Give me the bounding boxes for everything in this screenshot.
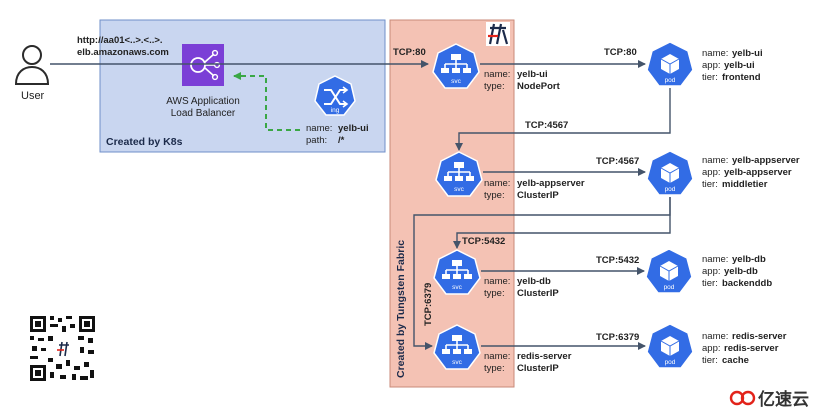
pod-appserver-app-key: app: xyxy=(702,167,721,178)
alb-label-line-2: Load Balancer xyxy=(171,108,236,119)
tf-region-label: Created by Tungsten Fabric xyxy=(395,240,407,378)
svg-text:svc: svc xyxy=(452,284,463,291)
pod-appserver-name-val: yelb-appserver xyxy=(732,155,800,166)
port-user-to-svc: TCP:80 xyxy=(393,47,426,58)
pod-icon-yelb-appserver: pod xyxy=(646,150,694,196)
pod-db-name-val: yelb-db xyxy=(732,254,766,265)
svc-db-type-val: ClusterIP xyxy=(517,288,559,299)
k8s-region-label: Created by K8s xyxy=(106,136,183,148)
pod-db-tier-key: tier: xyxy=(702,278,718,289)
pod-yelb-ui-tier-key: tier: xyxy=(702,72,718,83)
alb-label-line-1: AWS Application xyxy=(166,96,240,107)
svc-redis-name-val: redis-server xyxy=(517,351,572,362)
pod-appserver-tier-val: middletier xyxy=(722,179,768,190)
pod-yelb-ui-name-key: name: xyxy=(702,48,728,59)
svc-yelb-ui-name-key: name: xyxy=(484,69,510,80)
port-ui-pod-to-app-svc: TCP:4567 xyxy=(525,120,568,131)
svc-icon-yelb-db: svc xyxy=(433,249,481,295)
port-ui-svc-to-pod: TCP:80 xyxy=(604,47,637,58)
pod-appserver-name-key: name: xyxy=(702,155,728,166)
svg-text:pod: pod xyxy=(665,77,676,84)
pod-icon-redis-server: pod xyxy=(646,323,694,369)
pod-icon-yelb-ui: pod xyxy=(646,41,694,87)
port-db-svc-to-pod: TCP:5432 xyxy=(596,255,639,266)
port-redis-svc-to-pod: TCP:6379 xyxy=(596,332,639,343)
pod-yelb-ui-tier-val: frontend xyxy=(722,72,761,83)
app-pod-to-redis-svc-arrow xyxy=(413,197,671,350)
svg-text:svc: svc xyxy=(452,359,463,366)
pod-redis-name-val: redis-server xyxy=(732,331,787,342)
pod-yelb-ui-app-key: app: xyxy=(702,60,721,71)
pod-db-name-key: name: xyxy=(702,254,728,265)
ingress-name-val: yelb-ui xyxy=(338,123,369,134)
pod-redis-app-val: redis-server xyxy=(724,343,779,354)
ingress-path-val: /* xyxy=(338,135,345,146)
svc-icon-yelb-ui: svc xyxy=(432,43,480,89)
port-app-pod-to-db-svc: TCP:5432 xyxy=(462,236,505,247)
svc-appserver-type-val: ClusterIP xyxy=(517,190,559,201)
pod-redis-name-key: name: xyxy=(702,331,728,342)
svc-yelb-ui-name-val: yelb-ui xyxy=(517,69,548,80)
svc-yelb-ui-type-key: type: xyxy=(484,81,505,92)
pod-redis-tier-key: tier: xyxy=(702,355,718,366)
qr-code xyxy=(30,316,95,381)
svg-text:pod: pod xyxy=(664,284,675,291)
pod-appserver-tier-key: tier: xyxy=(702,179,718,190)
svc-redis-type-key: type: xyxy=(484,363,505,374)
svc-db-type-key: type: xyxy=(484,288,505,299)
pod-db-tier-val: backenddb xyxy=(722,278,772,289)
url-line-2: elb.amazonaws.com xyxy=(77,47,169,58)
pod-icon-yelb-db: pod xyxy=(645,248,693,294)
alb-icon xyxy=(182,44,224,86)
svc-appserver-name-key: name: xyxy=(484,178,510,189)
pod-yelb-ui-app-val: yelb-ui xyxy=(724,60,755,71)
ingress-path-key: path: xyxy=(306,135,327,146)
svc-icon-redis-server: svc xyxy=(433,324,481,370)
port-app-svc-to-pod: TCP:4567 xyxy=(596,156,639,167)
tungsten-fabric-logo xyxy=(486,22,510,46)
ingress-to-alb-dashed-arrow xyxy=(233,72,300,131)
brand-name: 亿速云 xyxy=(758,389,809,409)
ingress-icon: ing xyxy=(314,75,356,116)
svc-appserver-type-key: type: xyxy=(484,190,505,201)
svc-redis-type-val: ClusterIP xyxy=(517,363,559,374)
svg-text:pod: pod xyxy=(665,186,676,193)
svc-appserver-name-val: yelb-appserver xyxy=(517,178,585,189)
svg-text:pod: pod xyxy=(665,359,676,366)
ingress-name-key: name: xyxy=(306,123,332,134)
pod-redis-app-key: app: xyxy=(702,343,721,354)
port-app-pod-to-redis-svc: TCP:6379 xyxy=(423,283,434,326)
svc-yelb-ui-type-val: NodePort xyxy=(517,81,561,92)
pod-db-app-key: app: xyxy=(702,266,721,277)
svg-text:svc: svc xyxy=(454,186,465,193)
pod-yelb-ui-name-val: yelb-ui xyxy=(732,48,763,59)
svg-text:ing: ing xyxy=(331,107,340,114)
pod-appserver-app-val: yelb-appserver xyxy=(724,167,792,178)
user-label: User xyxy=(21,90,45,102)
svc-icon-yelb-appserver: svc xyxy=(435,151,483,197)
pod-db-app-val: yelb-db xyxy=(724,266,758,277)
url-line-1: http://aa01<..>.<..>. xyxy=(77,35,163,46)
svc-db-name-key: name: xyxy=(484,276,510,287)
brand-logo-icon xyxy=(729,390,756,406)
svg-text:svc: svc xyxy=(451,78,462,85)
ui-pod-to-app-svc-arrow xyxy=(455,88,671,151)
user-icon xyxy=(14,45,50,85)
svc-db-name-val: yelb-db xyxy=(517,276,551,287)
pod-redis-tier-val: cache xyxy=(722,355,749,366)
svc-redis-name-key: name: xyxy=(484,351,510,362)
